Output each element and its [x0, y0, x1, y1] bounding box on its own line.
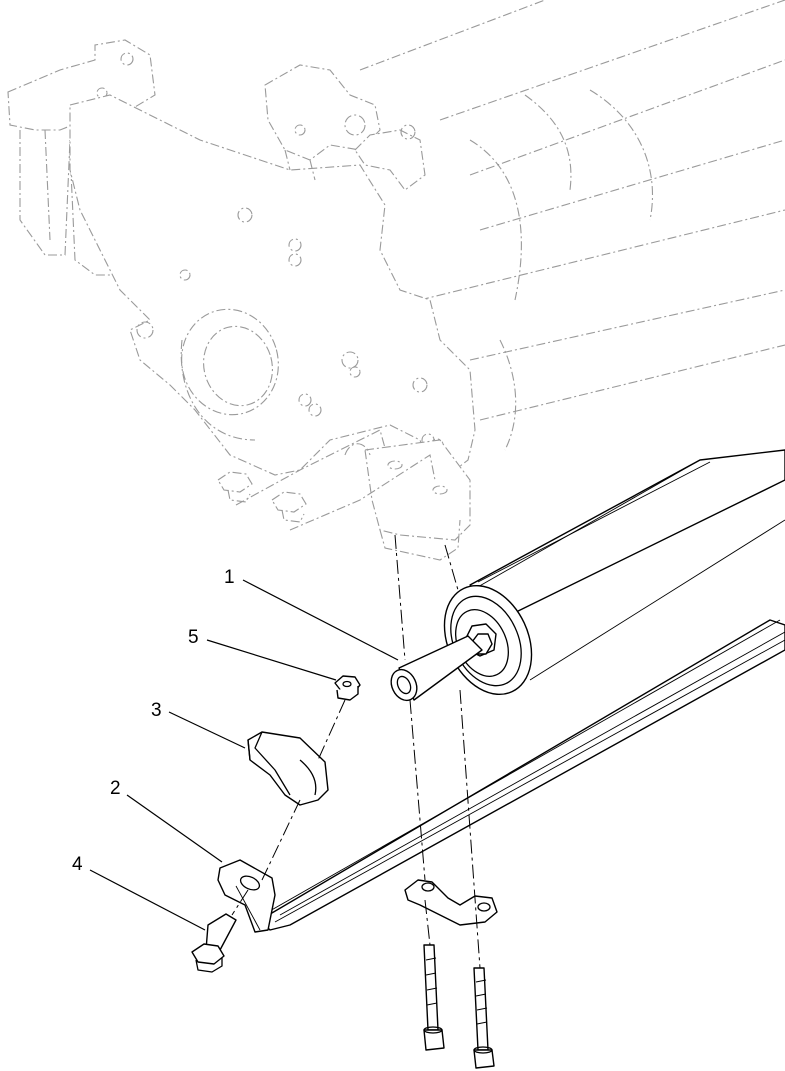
callout-1: 1 — [224, 567, 235, 588]
hex-nut — [334, 675, 361, 701]
callout-2: 2 — [110, 778, 121, 799]
bumper-block — [247, 731, 329, 806]
callout-leaders — [89, 579, 399, 931]
lower-clamp — [404, 879, 498, 926]
callout-5: 5 — [188, 627, 199, 648]
cap-screw-right — [473, 967, 495, 1069]
cap-screw-left — [423, 944, 445, 1051]
callout-3: 3 — [151, 700, 162, 721]
assembly-centerlines — [231, 534, 481, 969]
front-bar — [217, 619, 785, 933]
callout-4: 4 — [72, 854, 83, 875]
shoulder-bolt — [191, 913, 237, 973]
roller — [390, 449, 785, 702]
phantom-frame-assembly — [7, 0, 785, 561]
